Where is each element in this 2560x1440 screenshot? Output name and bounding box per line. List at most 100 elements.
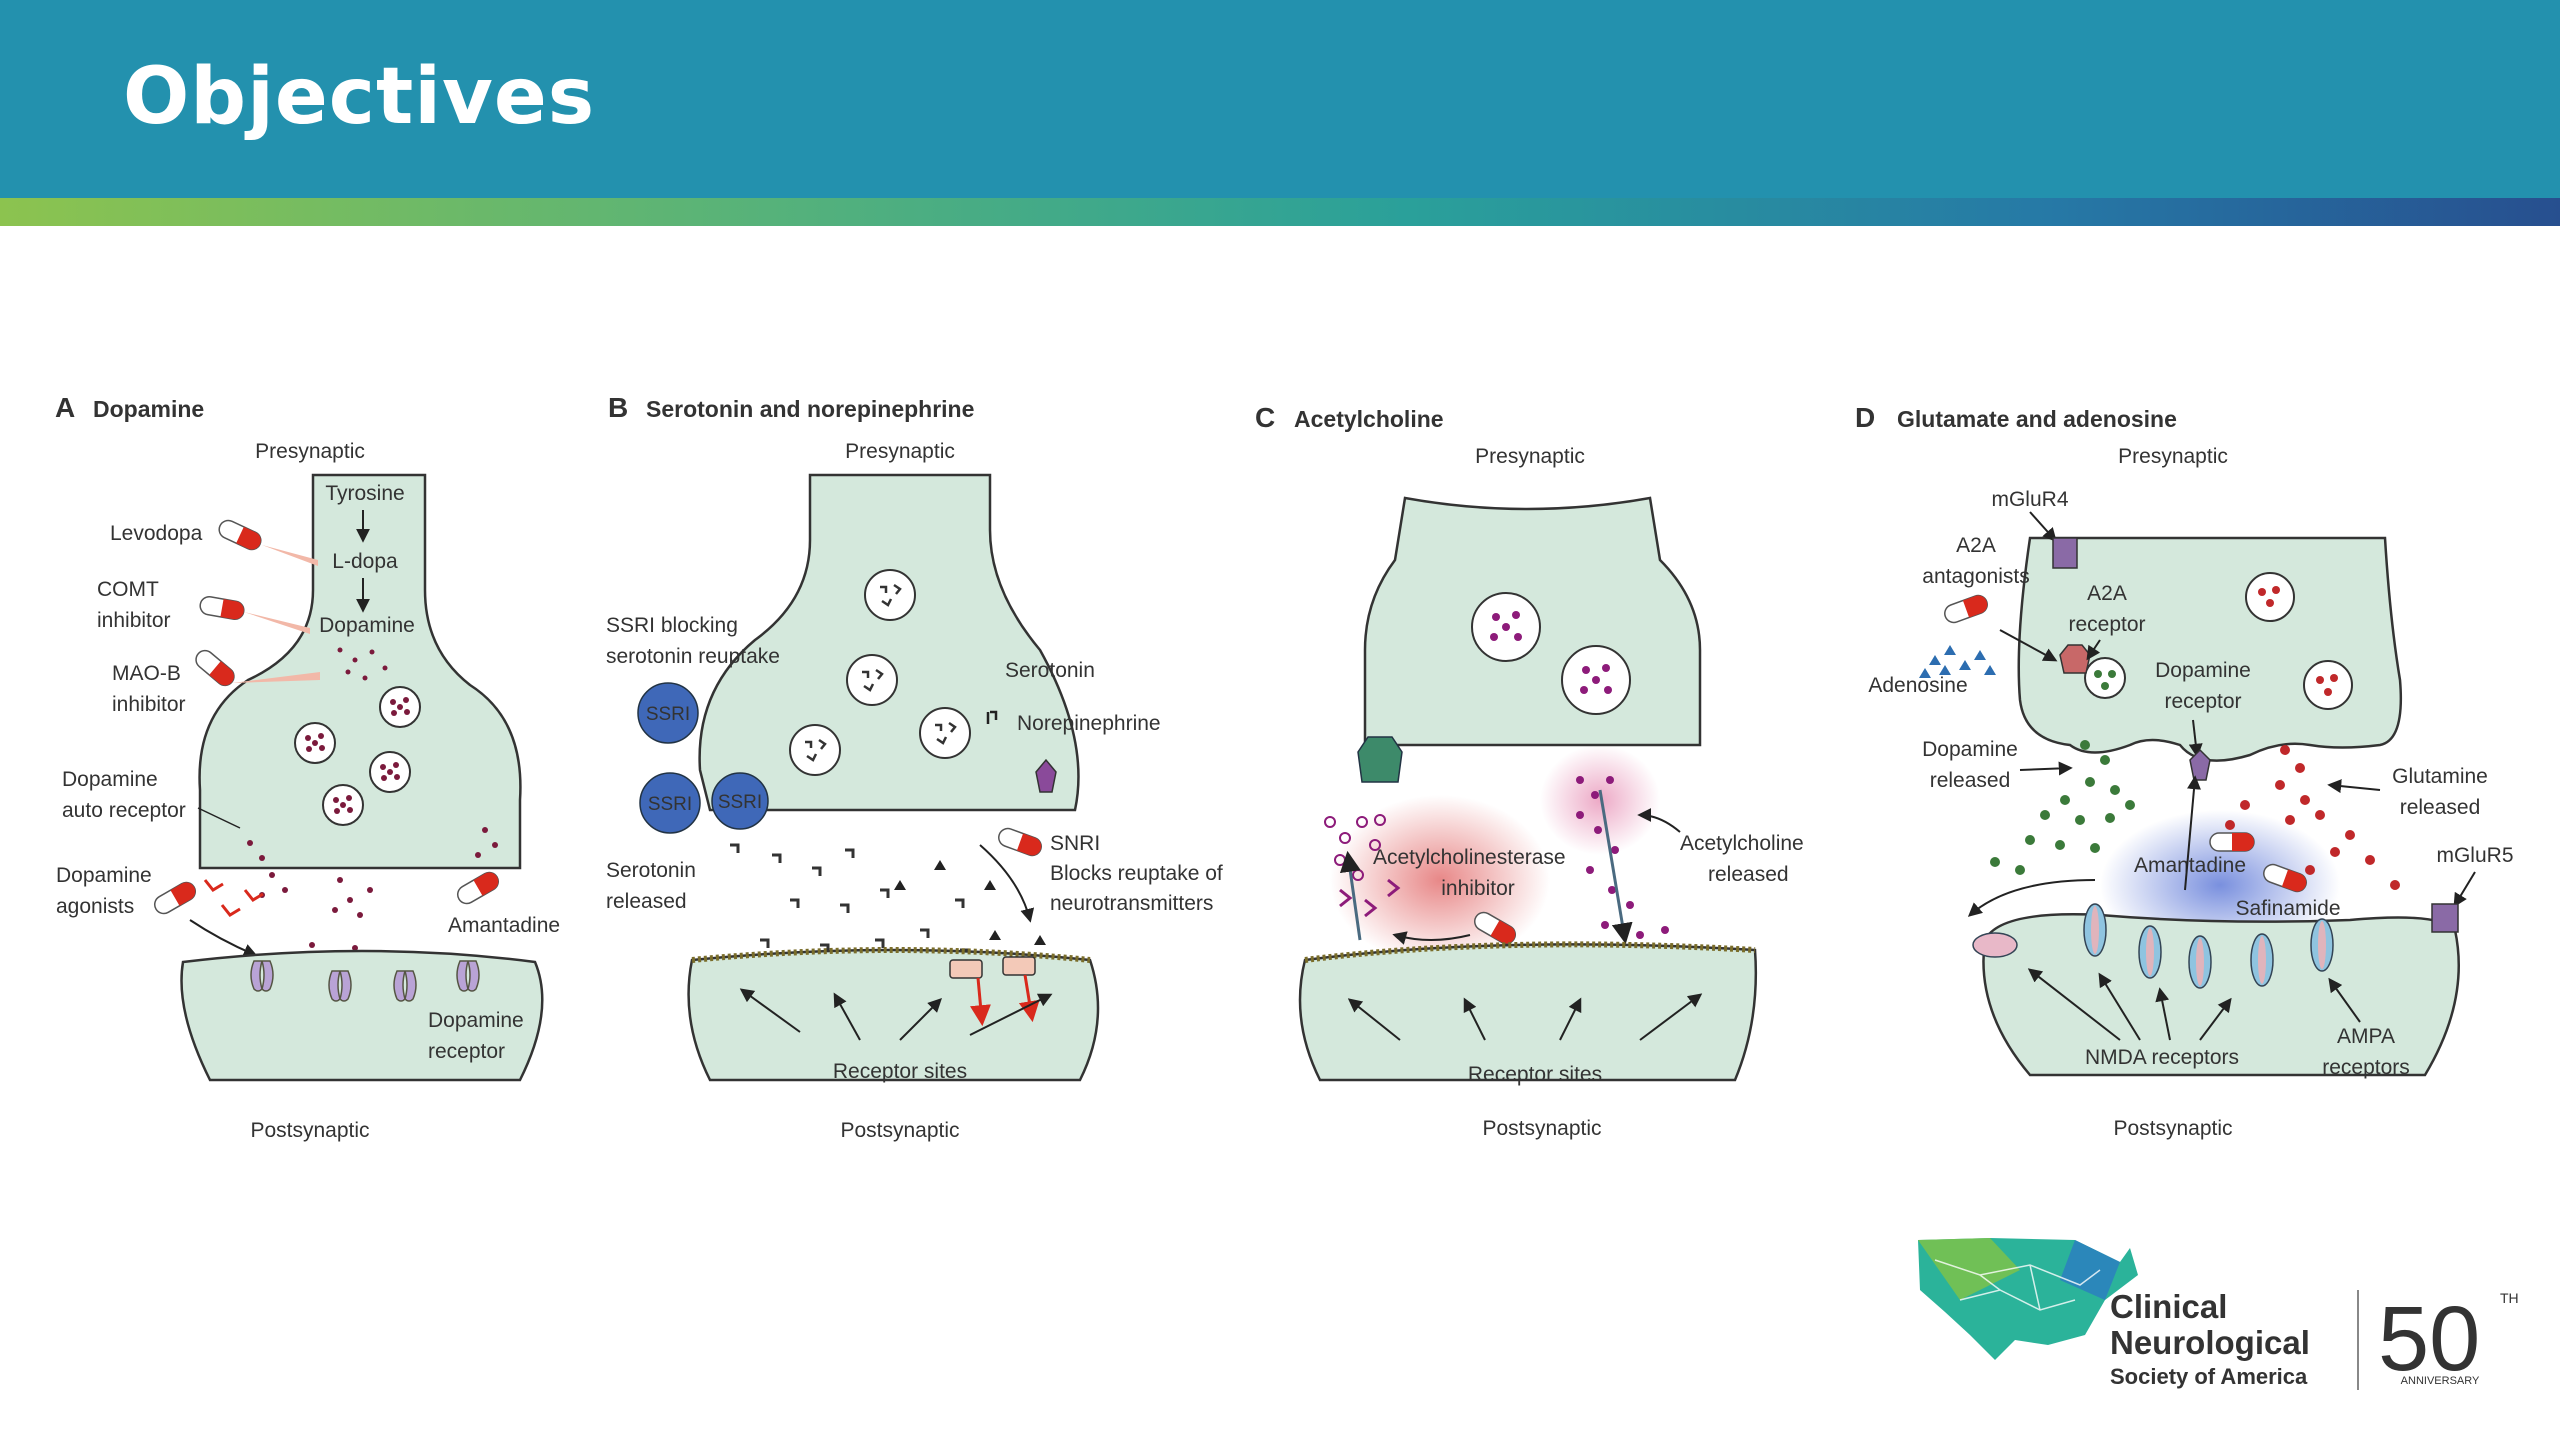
panel-c-letter: C bbox=[1255, 402, 1275, 433]
comt-label-2: inhibitor bbox=[97, 609, 171, 632]
ampa-receptors-label-2: receptors bbox=[2322, 1056, 2410, 1079]
tyrosine-label: Tyrosine bbox=[325, 482, 404, 505]
dopamine-agonists-label-1: Dopamine bbox=[56, 864, 152, 887]
a2a-antagonists-label-1: A2A bbox=[1956, 534, 1996, 557]
ssri-icon: SSRI bbox=[637, 682, 699, 744]
released-dopamine-d bbox=[1990, 740, 2135, 875]
dopamine-receptor-label-2: receptor bbox=[428, 1040, 505, 1063]
blocks-reuptake-label-2: neurotransmitters bbox=[1050, 892, 1213, 915]
vesicle-d-3 bbox=[2084, 657, 2126, 699]
vesicle-c-1 bbox=[1471, 592, 1541, 662]
mglur4-receptor-icon bbox=[2052, 537, 2078, 569]
snri-pill-icon bbox=[995, 825, 1045, 859]
ssri-icon: SSRI bbox=[711, 772, 769, 830]
panel-b-letter: B bbox=[608, 392, 628, 423]
snri-label: SNRI bbox=[1050, 832, 1100, 855]
nmda-receptor-icon bbox=[2083, 903, 2107, 957]
maob-label-1: MAO-B bbox=[112, 662, 181, 685]
ach-released-label-1: Acetylcholine bbox=[1680, 832, 1804, 855]
panel-d-letter: D bbox=[1855, 402, 1875, 433]
glutamine-released-label-1: Glutamine bbox=[2392, 765, 2488, 788]
anniversary-superscript: TH bbox=[2500, 1290, 2519, 1306]
ldopa-label: L-dopa bbox=[332, 550, 398, 573]
vesicle-d-2 bbox=[2303, 660, 2353, 710]
postsynaptic-terminal-c bbox=[1298, 943, 1758, 1082]
receptor-site-icon bbox=[949, 959, 983, 979]
panel-d-postsynaptic-label: Postsynaptic bbox=[2113, 1117, 2232, 1140]
auto-receptor-label-2: auto receptor bbox=[62, 799, 186, 822]
nmda-receptor-icon bbox=[2188, 935, 2212, 989]
released-glutamine-d bbox=[2225, 745, 2400, 890]
vesicle-a-4 bbox=[322, 784, 364, 826]
vesicle-a-2 bbox=[294, 722, 336, 764]
glutamine-released-label-2: released bbox=[2400, 796, 2481, 819]
cholinergic-transporter-icon bbox=[1357, 736, 1403, 783]
logo-line-2: Neurological bbox=[2110, 1324, 2310, 1361]
vesicle-b-2 bbox=[845, 653, 899, 707]
logo-line-1: Clinical bbox=[2110, 1288, 2227, 1325]
panel-c-postsynaptic-label: Postsynaptic bbox=[1482, 1117, 1601, 1140]
dopamine-receptor-label-d-2: receptor bbox=[2164, 690, 2241, 713]
blocks-reuptake-label-1: Blocks reuptake of bbox=[1050, 862, 1223, 885]
cnsa-logo: Clinical Neurological Society of America… bbox=[1918, 1238, 2519, 1390]
receptor-icon bbox=[1972, 932, 2018, 958]
synapse-diagram: A Dopamine Presynaptic Tyrosine L-dopa D… bbox=[55, 392, 2519, 1390]
a2a-receptor-label-1: A2A bbox=[2087, 582, 2127, 605]
ach-released-label-2: released bbox=[1708, 863, 1789, 886]
dopamine-released-label-2: released bbox=[1930, 769, 2011, 792]
svg-text:SSRI: SSRI bbox=[646, 704, 690, 725]
anniversary-label: ANNIVERSARY bbox=[2401, 1375, 2480, 1387]
mglur4-label: mGluR4 bbox=[1991, 488, 2068, 511]
ssri-blocking-label-1: SSRI blocking bbox=[606, 614, 738, 637]
safinamide-label: Safinamide bbox=[2235, 897, 2340, 920]
vesicle-c-2 bbox=[1561, 645, 1631, 715]
norepinephrine-label: Norepinephrine bbox=[1017, 712, 1161, 735]
accent-gradient-bar bbox=[0, 198, 2560, 226]
presynaptic-terminal-a bbox=[198, 473, 522, 870]
panel-c-title: Acetylcholine bbox=[1294, 406, 1444, 432]
serotonin-released-label-2: released bbox=[606, 890, 687, 913]
panel-a: A Dopamine Presynaptic Tyrosine L-dopa D… bbox=[55, 392, 560, 1142]
receptor-site-icon bbox=[1002, 956, 1036, 976]
auto-receptor-label-1: Dopamine bbox=[62, 768, 158, 791]
nmda-receptor-icon bbox=[2138, 925, 2162, 979]
panel-d-presynaptic-label: Presynaptic bbox=[2118, 445, 2228, 468]
anniversary-number: 50 bbox=[2378, 1288, 2480, 1390]
panel-c-presynaptic-label: Presynaptic bbox=[1475, 445, 1585, 468]
amantadine-label-d: Amantadine bbox=[2134, 854, 2246, 877]
presynaptic-terminal-b bbox=[698, 473, 1080, 812]
ampa-receptors-label-1: AMPA bbox=[2337, 1025, 2395, 1048]
levodopa-label: Levodopa bbox=[110, 522, 203, 545]
dopamine-agonists-label-2: agonists bbox=[56, 895, 134, 918]
amantadine-label-a: Amantadine bbox=[448, 914, 560, 937]
vesicle-a-1 bbox=[379, 686, 421, 728]
dopamine-receptor-label-d-1: Dopamine bbox=[2155, 659, 2251, 682]
serotonin-released-label-1: Serotonin bbox=[606, 859, 696, 882]
svg-text:SSRI: SSRI bbox=[648, 794, 692, 815]
levodopa-pill-icon bbox=[215, 516, 265, 554]
panel-b-postsynaptic-label: Postsynaptic bbox=[840, 1119, 959, 1142]
a2a-antagonist-pill-icon bbox=[1941, 592, 1991, 626]
ssri-blocking-label-2: serotonin reuptake bbox=[606, 645, 780, 668]
header-bar: Objectives bbox=[0, 0, 2560, 198]
comt-inhibitor-pill-icon bbox=[198, 594, 246, 622]
vesicle-a-3 bbox=[369, 751, 411, 793]
panel-a-letter: A bbox=[55, 392, 75, 423]
panel-d: D Glutamate and adenosine Presynaptic mG… bbox=[1855, 402, 2514, 1140]
panel-b-presynaptic-label: Presynaptic bbox=[845, 440, 955, 463]
vesicle-b-1 bbox=[863, 568, 917, 622]
svg-text:SSRI: SSRI bbox=[718, 792, 762, 813]
receptor-sites-label-c: Receptor sites bbox=[1468, 1063, 1602, 1086]
vesicle-b-3 bbox=[788, 723, 842, 777]
amantadine-pill-icon-d bbox=[2209, 832, 2255, 852]
panel-d-title: Glutamate and adenosine bbox=[1897, 406, 2177, 432]
ampa-receptor-icon bbox=[2310, 918, 2334, 972]
vesicle-d-1 bbox=[2245, 572, 2295, 622]
dopamine-label: Dopamine bbox=[319, 614, 415, 637]
ache-inhibitor-label-2: inhibitor bbox=[1441, 877, 1515, 900]
logo-line-3: Society of America bbox=[2110, 1364, 2308, 1389]
amantadine-pill-icon-a bbox=[453, 868, 503, 908]
maob-label-2: inhibitor bbox=[112, 693, 186, 716]
ache-inhibitor-label-1: Acetylcholinesterase bbox=[1373, 846, 1566, 869]
maob-inhibitor-pill-icon bbox=[191, 646, 239, 690]
